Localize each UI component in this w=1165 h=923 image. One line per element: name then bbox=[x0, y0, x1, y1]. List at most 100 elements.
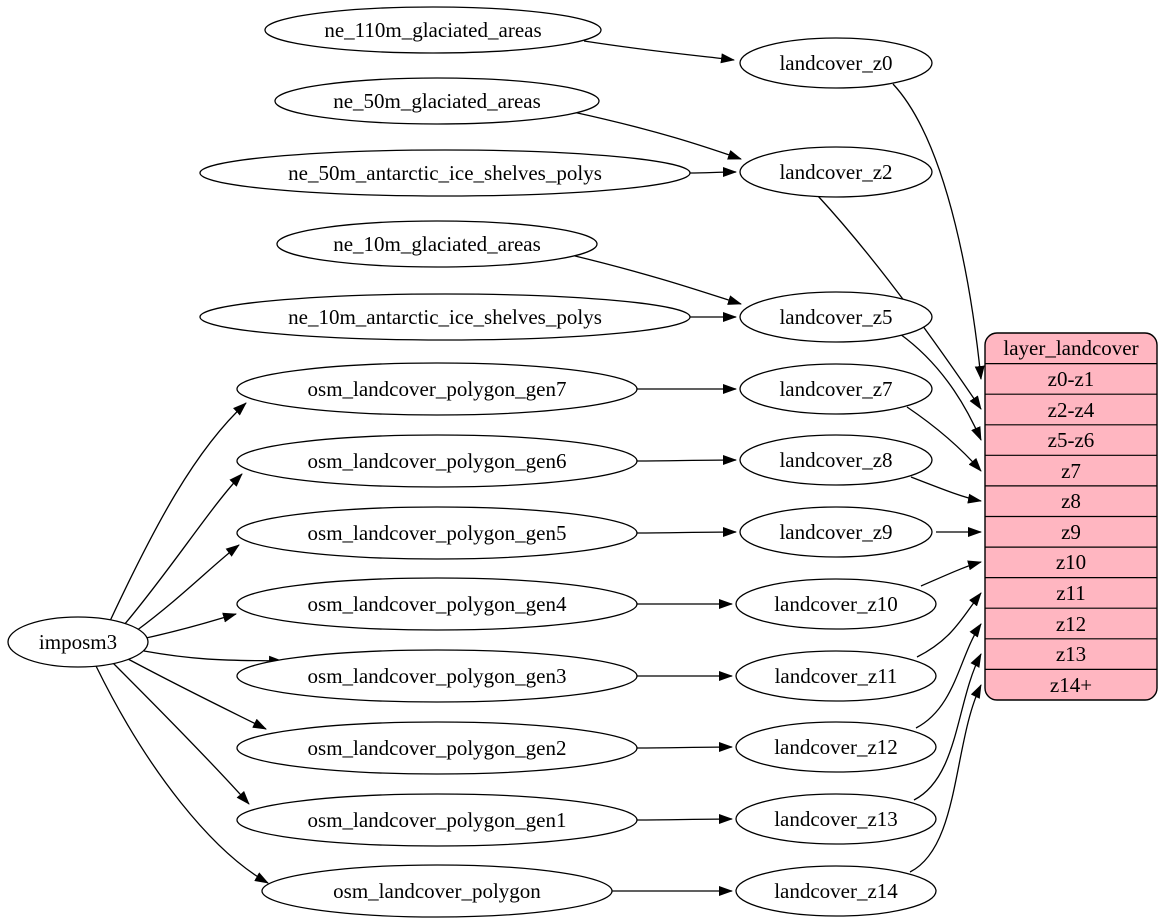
node-osm-landcover-polygon-label: osm_landcover_polygon bbox=[333, 879, 541, 903]
edges bbox=[95, 40, 985, 896]
node-ne-10m-glaciated-areas: ne_10m_glaciated_areas bbox=[276, 220, 598, 268]
edge-imposm3-to-gen1 bbox=[112, 662, 250, 805]
node-osm-landcover-polygon-gen3-shape bbox=[236, 649, 638, 703]
record-row-z11: z11 bbox=[1056, 581, 1086, 605]
record-row-z7: z7 bbox=[1061, 459, 1081, 483]
node-osm-landcover-polygon-gen6-label: osm_landcover_polygon_gen6 bbox=[308, 449, 567, 473]
edge-imposm3-to-gen3 bbox=[143, 650, 283, 666]
node-landcover-z9-label: landcover_z9 bbox=[779, 520, 892, 544]
node-landcover-z9: landcover_z9 bbox=[739, 506, 933, 558]
edge-z10-to-row-z10 bbox=[920, 560, 982, 587]
edge-imposm3-to-gen7 bbox=[109, 402, 247, 622]
edge-ne10m-glaciated-to-z5 bbox=[570, 254, 742, 305]
edge-z12-to-row-z12 bbox=[915, 623, 982, 729]
node-ne-50m-antarctic-ice-shelves-polys-label: ne_50m_antarctic_ice_shelves_polys bbox=[288, 161, 602, 185]
node-osm-landcover-polygon-gen4-shape bbox=[236, 577, 638, 631]
record-row-z9: z9 bbox=[1061, 520, 1081, 544]
node-ne-110m-glaciated-areas: ne_110m_glaciated_areas bbox=[264, 6, 602, 54]
node-landcover-z0: landcover_z0 bbox=[739, 37, 933, 89]
node-osm-landcover-polygon-shape bbox=[261, 864, 613, 918]
node-landcover-z11: landcover_z11 bbox=[735, 650, 937, 702]
record-row-z8: z8 bbox=[1061, 489, 1081, 513]
record-row-z10: z10 bbox=[1056, 550, 1086, 574]
node-osm-landcover-polygon-gen4-label: osm_landcover_polygon_gen4 bbox=[308, 592, 567, 616]
node-ne-10m-glaciated-areas-shape bbox=[276, 220, 598, 268]
edge-imposm3-to-gen6 bbox=[123, 473, 243, 626]
node-landcover-z10-shape bbox=[735, 578, 937, 630]
edge-imposm3-to-polygon bbox=[95, 665, 269, 884]
node-landcover-z13-label: landcover_z13 bbox=[774, 807, 898, 831]
node-osm-landcover-polygon-gen1: osm_landcover_polygon_gen1 bbox=[236, 793, 638, 847]
node-landcover-z2-label: landcover_z2 bbox=[779, 160, 892, 184]
node-osm-landcover-polygon-gen3-label: osm_landcover_polygon_gen3 bbox=[308, 664, 567, 688]
node-landcover-z12-label: landcover_z12 bbox=[774, 735, 898, 759]
record-row-z5-z6: z5-z6 bbox=[1048, 428, 1095, 452]
node-ne-50m-glaciated-areas-shape bbox=[274, 77, 600, 125]
node-landcover-z11-shape bbox=[735, 650, 937, 702]
node-osm-landcover-polygon-gen2: osm_landcover_polygon_gen2 bbox=[236, 721, 638, 775]
node-osm-landcover-polygon-gen4: osm_landcover_polygon_gen4 bbox=[236, 577, 638, 631]
node-landcover-z10-label: landcover_z10 bbox=[774, 592, 898, 616]
node-imposm3-label: imposm3 bbox=[39, 630, 117, 654]
node-osm-landcover-polygon-gen1-label: osm_landcover_polygon_gen1 bbox=[308, 808, 567, 832]
record-title: layer_landcover bbox=[1003, 336, 1138, 360]
edge-gen2-to-z12 bbox=[636, 742, 733, 753]
record-row-z12: z12 bbox=[1056, 612, 1086, 636]
node-landcover-z9-shape bbox=[739, 506, 933, 558]
edge-z11-to-row-z11 bbox=[916, 592, 982, 658]
node-landcover-z12-shape bbox=[735, 721, 937, 773]
record-row-z14plus: z14+ bbox=[1050, 673, 1092, 697]
node-ne-110m-glaciated-areas-shape bbox=[264, 6, 602, 54]
edge-z13-to-row-z13 bbox=[913, 653, 982, 801]
node-landcover-z11-label: landcover_z11 bbox=[775, 664, 898, 688]
node-landcover-z7: landcover_z7 bbox=[739, 363, 933, 415]
node-osm-landcover-polygon-gen6-shape bbox=[236, 434, 638, 488]
edge-ne50m-glaciated-to-z2 bbox=[572, 111, 742, 160]
node-osm-landcover-polygon-gen5-label: osm_landcover_polygon_gen5 bbox=[308, 521, 567, 545]
node-landcover-z2: landcover_z2 bbox=[739, 146, 933, 198]
node-osm-landcover-polygon-gen7: osm_landcover_polygon_gen7 bbox=[236, 362, 638, 416]
node-landcover-z5-label: landcover_z5 bbox=[779, 305, 892, 329]
node-osm-landcover-polygon-gen2-shape bbox=[236, 721, 638, 775]
node-osm-landcover-polygon-gen5-shape bbox=[236, 506, 638, 560]
node-landcover-z14: landcover_z14 bbox=[735, 865, 937, 917]
node-osm-landcover-polygon-gen7-shape bbox=[236, 362, 638, 416]
node-ne-50m-glaciated-areas: ne_50m_glaciated_areas bbox=[274, 77, 600, 125]
node-landcover-z7-shape bbox=[739, 363, 933, 415]
edge-z7-to-row-z7 bbox=[906, 406, 982, 472]
edge-imposm3-to-gen4 bbox=[145, 612, 237, 639]
node-landcover-z5-shape bbox=[739, 291, 933, 343]
edge-ne50m-antarctic-to-z2 bbox=[689, 167, 737, 178]
node-landcover-z2-shape bbox=[739, 146, 933, 198]
node-osm-landcover-polygon: osm_landcover_polygon bbox=[261, 864, 613, 918]
node-landcover-z8: landcover_z8 bbox=[739, 434, 933, 486]
edge-imposm3-to-gen5 bbox=[135, 544, 240, 632]
node-landcover-z0-label: landcover_z0 bbox=[779, 51, 892, 75]
node-osm-landcover-polygon-gen5: osm_landcover_polygon_gen5 bbox=[236, 506, 638, 560]
node-osm-landcover-polygon-gen3: osm_landcover_polygon_gen3 bbox=[236, 649, 638, 703]
node-landcover-z14-label: landcover_z14 bbox=[774, 879, 898, 903]
record-row-z2-z4: z2-z4 bbox=[1048, 398, 1095, 422]
record-layer-landcover: layer_landcover z0-z1 z2-z4 z5-z6 z7 z8 … bbox=[984, 332, 1158, 701]
node-landcover-z12: landcover_z12 bbox=[735, 721, 937, 773]
edge-z8-to-row-z8 bbox=[910, 476, 982, 504]
node-landcover-z13-shape bbox=[735, 793, 937, 845]
edge-imposm3-to-gen2 bbox=[127, 658, 267, 730]
node-ne-10m-glaciated-areas-label: ne_10m_glaciated_areas bbox=[333, 232, 541, 256]
edge-gen1-to-z13 bbox=[636, 814, 733, 825]
node-landcover-z10: landcover_z10 bbox=[735, 578, 937, 630]
node-osm-landcover-polygon-gen7-label: osm_landcover_polygon_gen7 bbox=[308, 377, 567, 401]
node-landcover-z0-shape bbox=[739, 37, 933, 89]
node-osm-landcover-polygon-gen1-shape bbox=[236, 793, 638, 847]
node-ne-50m-antarctic-ice-shelves-polys: ne_50m_antarctic_ice_shelves_polys bbox=[199, 149, 691, 197]
edge-z0-to-row-z0-z1 bbox=[892, 83, 985, 380]
node-imposm3: imposm3 bbox=[7, 616, 149, 668]
edge-gen5-to-z9 bbox=[636, 527, 737, 538]
node-landcover-z7-label: landcover_z7 bbox=[779, 377, 892, 401]
node-imposm3-shape bbox=[7, 616, 149, 668]
node-ne-10m-antarctic-ice-shelves-polys-shape bbox=[199, 293, 691, 341]
node-landcover-z8-shape bbox=[739, 434, 933, 486]
edge-z5-to-row-z5-z6 bbox=[899, 333, 982, 441]
node-landcover-z14-shape bbox=[735, 865, 937, 917]
